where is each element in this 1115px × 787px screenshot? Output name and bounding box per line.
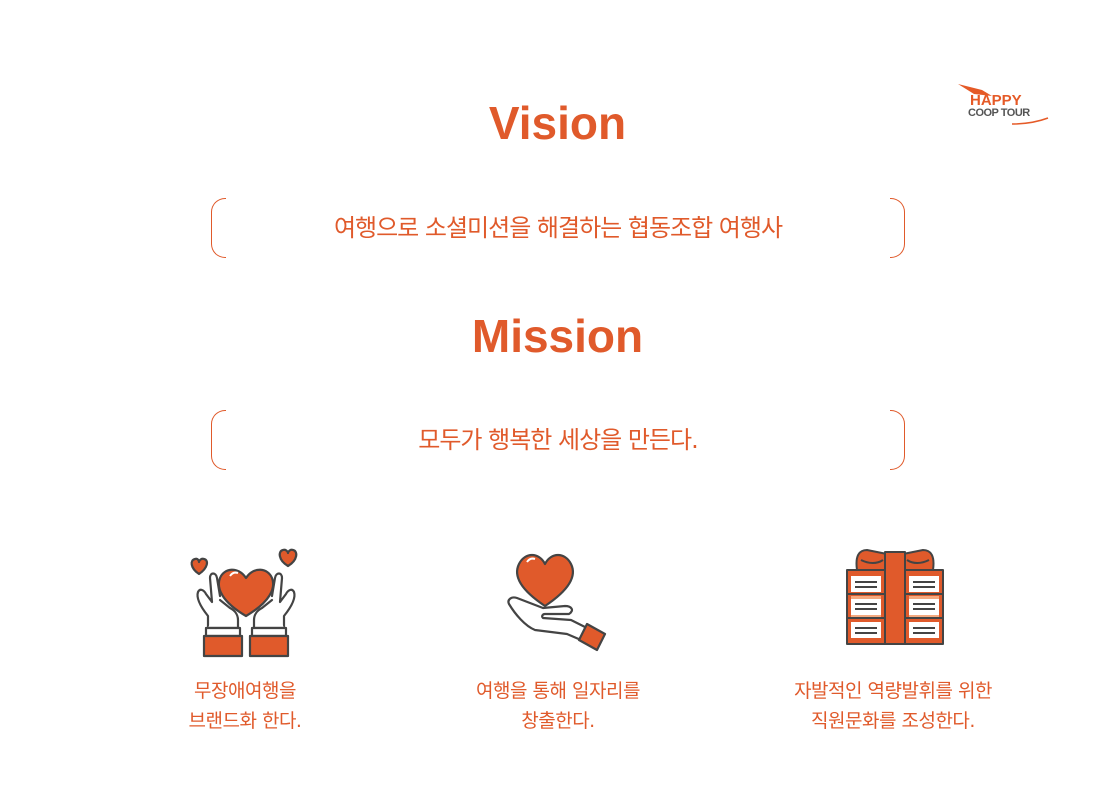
pillar-caption-1: 무장애여행을 브랜드화 한다.	[95, 676, 395, 736]
mission-title: Mission	[471, 310, 644, 362]
logo-text-happy: HAPPY	[970, 92, 1022, 109]
pillar-3-line2: 직원문화를 조성한다.	[811, 710, 975, 732]
hands-holding-heart-icon	[190, 548, 298, 658]
pillar-1-line1: 무장애여행을	[194, 680, 296, 702]
logo-text-coop-tour: COOP TOUR	[968, 107, 1030, 119]
logo-swoosh-icon	[958, 84, 1049, 125]
vision-title: Vision	[488, 97, 627, 149]
vision-statement-box: 여행으로 소셜미션을 해결하는 협동조합 여행사	[211, 198, 905, 258]
pillar-1-line2: 브랜드화 한다.	[188, 710, 302, 732]
pillar-2-line2: 창출한다.	[521, 710, 595, 732]
vision-statement: 여행으로 소셜미션을 해결하는 협동조합 여행사	[333, 214, 783, 242]
pillar-caption-3: 자발적인 역량발휘를 위한 직원문화를 조성한다.	[743, 676, 1043, 736]
pillar-3-line1: 자발적인 역량발휘를 위한	[794, 680, 992, 702]
happy-coop-tour-logo: HAPPY COOP TOUR	[952, 80, 1052, 130]
hand-with-heart-icon	[507, 553, 607, 652]
mission-statement: 모두가 행복한 세상을 만든다.	[418, 426, 698, 454]
pillar-2-line1: 여행을 통해 일자리를	[476, 680, 640, 702]
pillar-caption-2: 여행을 통해 일자리를 창출한다.	[408, 676, 708, 736]
gift-box-icon	[846, 549, 944, 645]
mission-statement-box: 모두가 행복한 세상을 만든다.	[211, 410, 905, 470]
